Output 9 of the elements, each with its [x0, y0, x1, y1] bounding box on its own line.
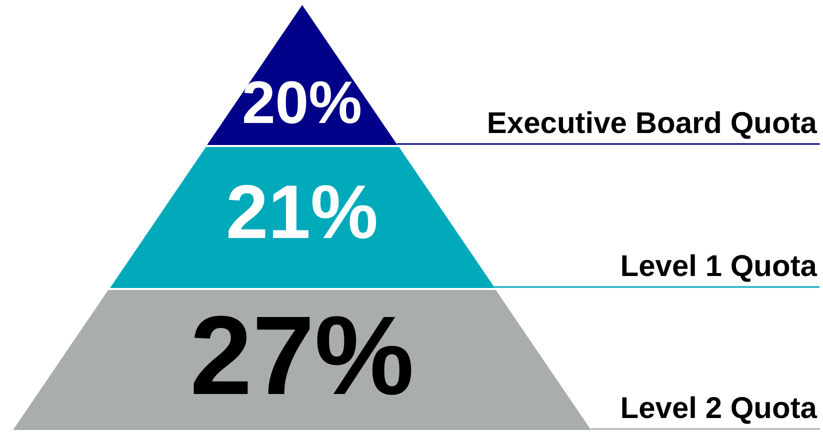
tier-label: Level 2 Quota [620, 394, 817, 424]
pyramid-tier [13, 290, 591, 430]
percentage-value: 21% [226, 175, 378, 251]
percentage-value: 20% [242, 73, 362, 133]
pyramid-tier [110, 147, 494, 288]
tier-label: Level 1 Quota [620, 252, 817, 282]
pyramid-tier [206, 5, 398, 145]
tier-label: Executive Board Quota [486, 109, 817, 139]
percentage-value: 27% [190, 300, 414, 412]
